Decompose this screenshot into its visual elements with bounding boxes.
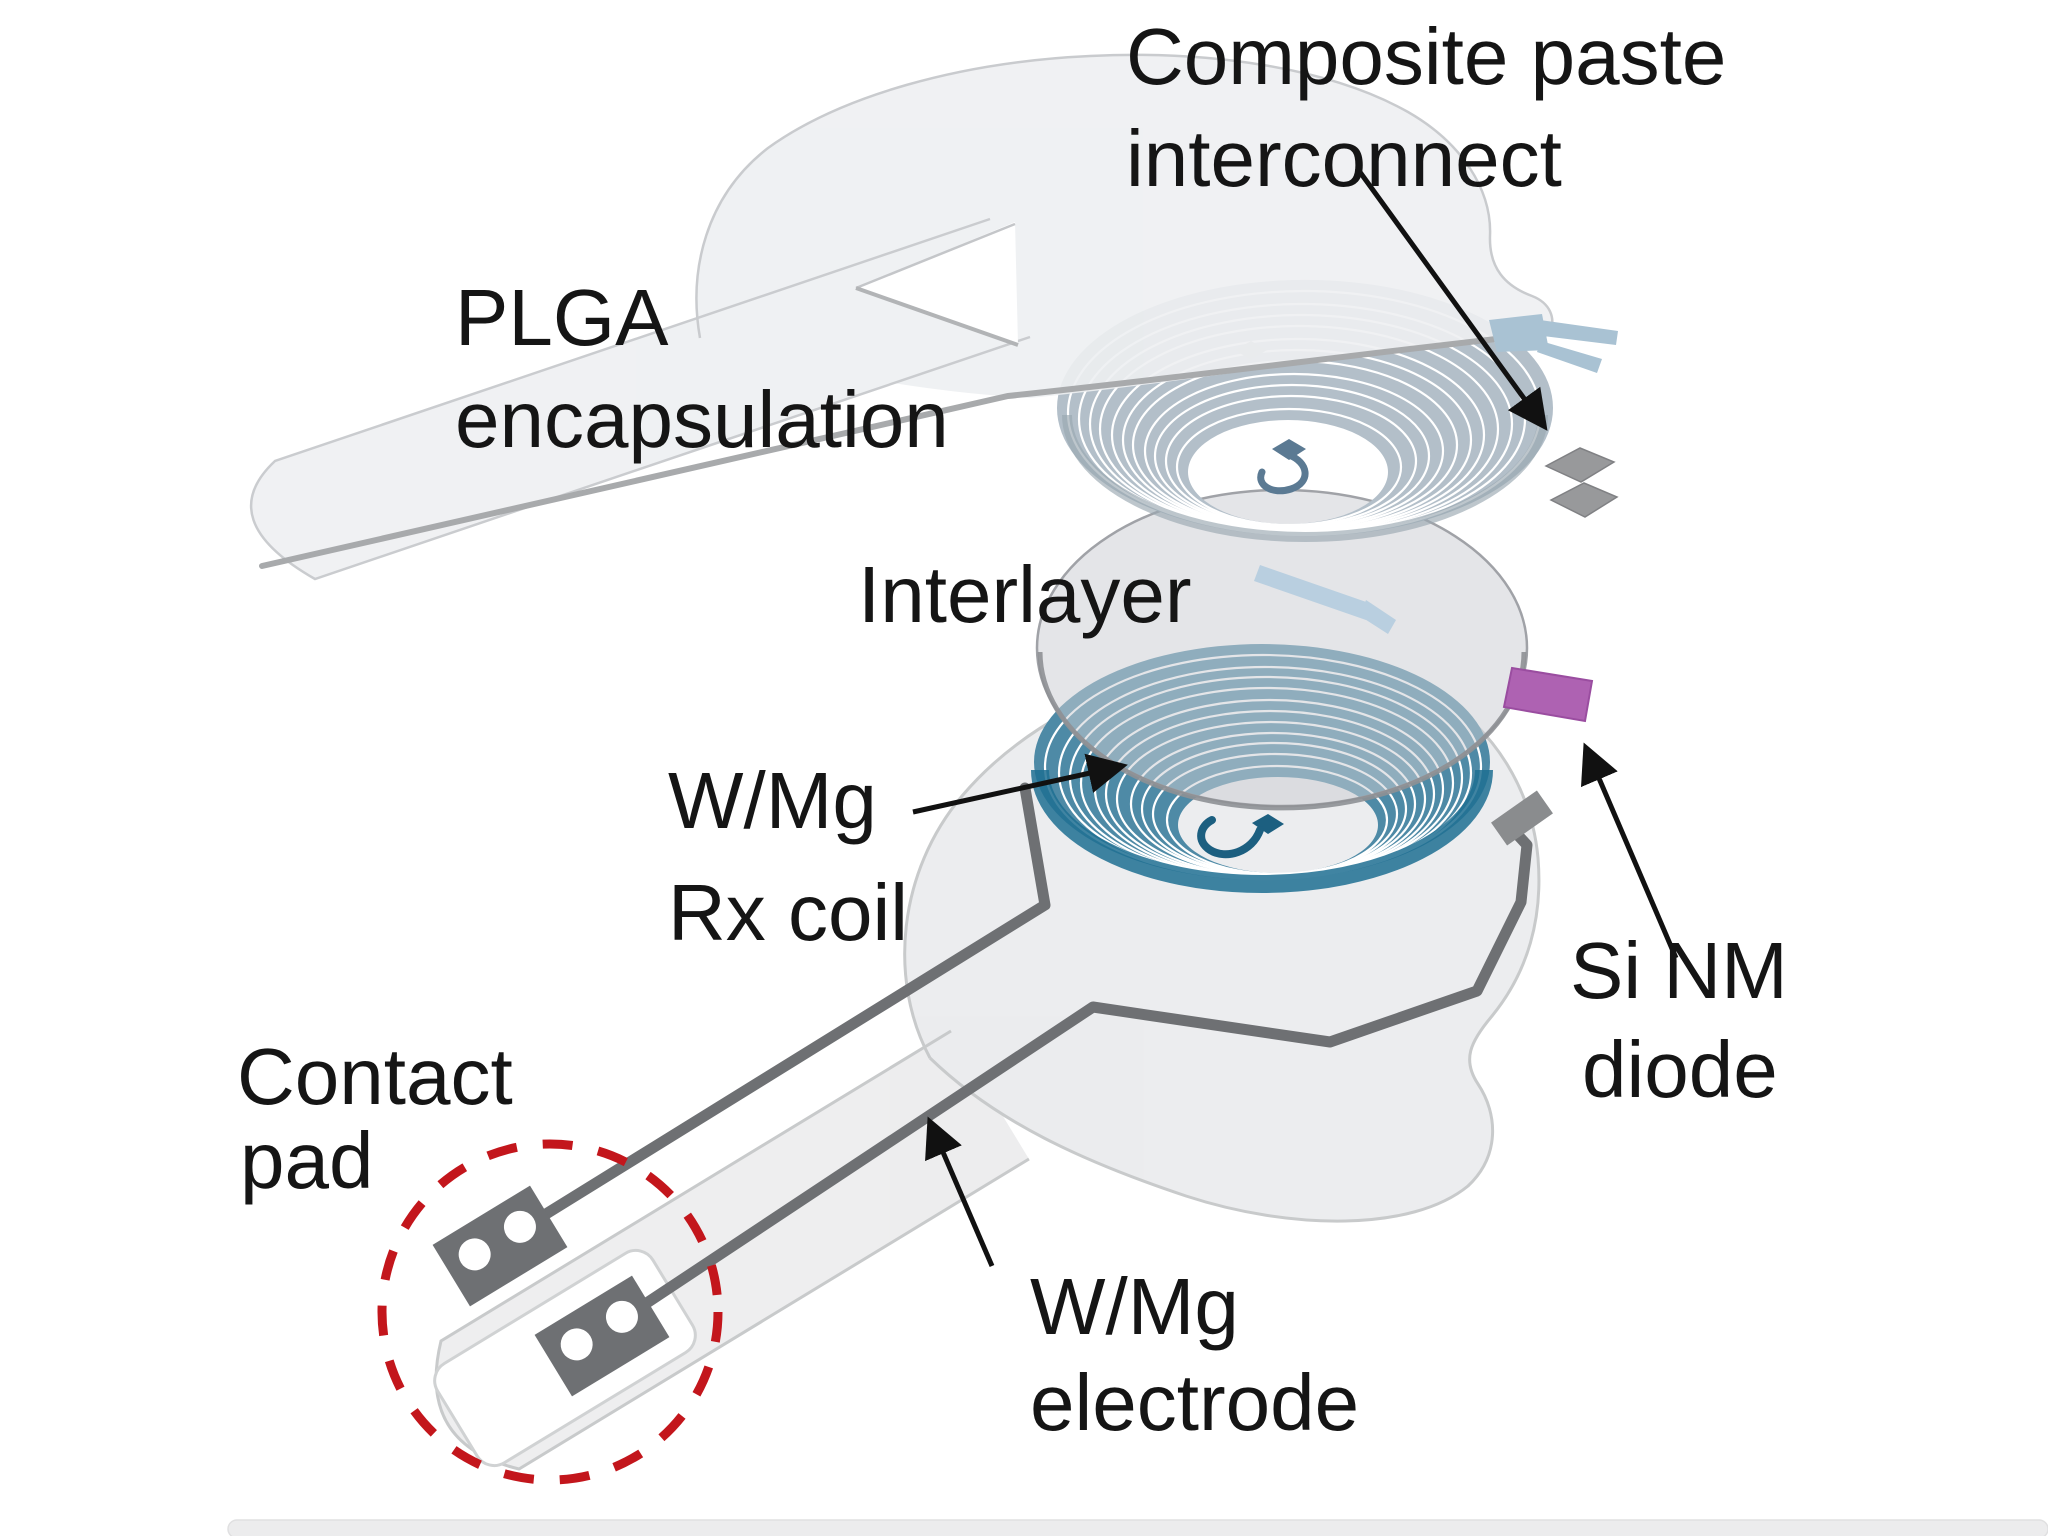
upper-coil-rim bbox=[1062, 414, 1548, 542]
electrode-trace-right bbox=[600, 826, 1533, 1336]
rx-coil-inner-hook bbox=[1197, 816, 1264, 859]
plga-head-outline bbox=[695, 53, 1554, 339]
rx-coil-rim bbox=[1031, 769, 1493, 893]
composite-paste-pad-2 bbox=[1549, 482, 1619, 518]
upper-coil-inner-hook bbox=[1257, 451, 1309, 495]
plga-bottom-edge bbox=[259, 330, 1553, 569]
substrate-head-outline bbox=[903, 657, 1541, 1223]
interlayer-tab-stub bbox=[1360, 600, 1396, 634]
label-si-nm-diode: Si NM diode bbox=[1570, 926, 1810, 1114]
label-rx-coil: W/Mg Rx coil bbox=[668, 756, 908, 957]
composite-paste-pad-1 bbox=[1544, 447, 1616, 483]
plga-notch bbox=[856, 222, 1018, 345]
electrode-hook-pad bbox=[1491, 790, 1553, 846]
contact-pad-lower bbox=[534, 1275, 670, 1397]
label-plga-encapsulation: PLGA encapsulation bbox=[455, 273, 949, 464]
label-composite-paste: Composite paste interconnect bbox=[1126, 12, 1749, 203]
substrate-handle-outline bbox=[434, 1029, 1030, 1471]
interlayer-bottom-edge bbox=[1037, 651, 1527, 811]
si-nm-diode-chip bbox=[1502, 666, 1594, 723]
plga-head bbox=[696, 54, 1553, 398]
annotation-arrows bbox=[912, 166, 1679, 1267]
arrow-composite-paste bbox=[1354, 166, 1548, 431]
plga-notch-upper-edge bbox=[855, 222, 1016, 290]
composite-paste-pads bbox=[1544, 447, 1619, 518]
plga-sheet bbox=[251, 54, 1553, 579]
interlayer-disc bbox=[1035, 488, 1529, 811]
arrow-si-nm-diode bbox=[1581, 742, 1679, 959]
interlayer-tab-icon bbox=[1254, 565, 1372, 620]
label-contact-pad: Contact pad bbox=[237, 1032, 535, 1205]
coil-fork-connector-icon bbox=[1489, 314, 1618, 373]
label-interlayer: Interlayer bbox=[858, 550, 1191, 639]
contact-pad-upper bbox=[432, 1185, 568, 1307]
rx-coil-terminal-pad bbox=[1252, 814, 1284, 834]
label-electrode: W/Mg electrode bbox=[1030, 1262, 1359, 1447]
upper-coil-terminal-pad bbox=[1272, 439, 1306, 460]
contact-pad-highlight-circle bbox=[377, 1139, 723, 1485]
plga-notch-lower-edge bbox=[855, 286, 1019, 347]
arrow-rx-coil bbox=[912, 753, 1128, 815]
electrode-trace-left bbox=[498, 782, 1051, 1246]
bottom-panel-edge bbox=[227, 1519, 2048, 1536]
plga-strap-outline bbox=[249, 217, 1031, 581]
arrow-electrode bbox=[925, 1116, 995, 1267]
